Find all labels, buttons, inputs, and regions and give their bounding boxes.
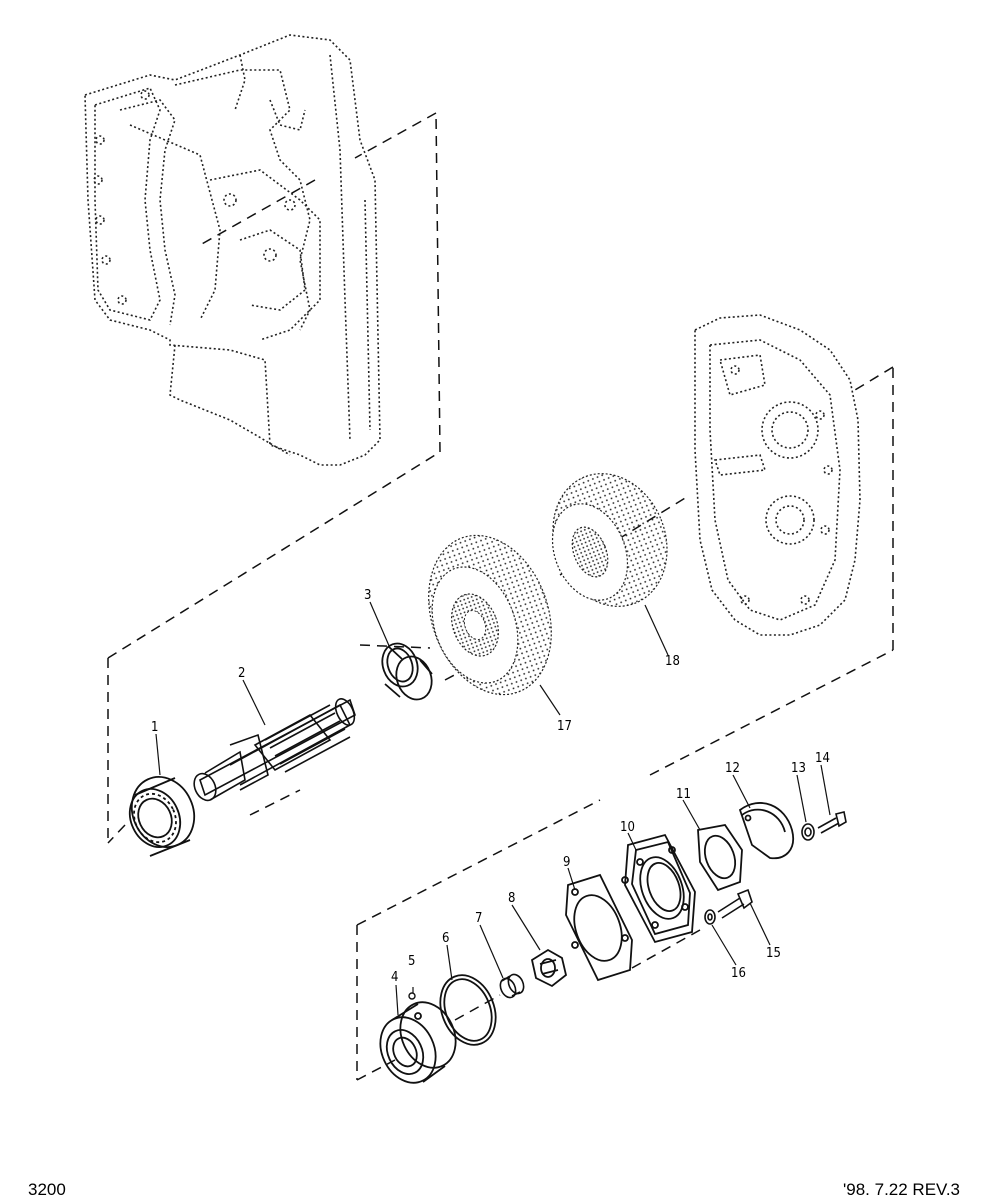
callout-7: 7 bbox=[475, 911, 482, 926]
revision-label: '98. 7.22 REV.3 bbox=[843, 1180, 960, 1199]
part-17-gear bbox=[428, 534, 552, 696]
callout-4: 4 bbox=[391, 970, 398, 985]
part-1-bearing bbox=[128, 776, 196, 857]
rear-cover-housing bbox=[694, 314, 861, 636]
callout-12: 12 bbox=[725, 761, 740, 776]
callout-1: 1 bbox=[151, 720, 158, 735]
part-2-splined-shaft bbox=[193, 698, 356, 802]
part-12-cover bbox=[738, 802, 795, 860]
transmission-housing bbox=[84, 34, 381, 466]
part-8-hex-nut bbox=[530, 948, 568, 988]
callout-18: 18 bbox=[665, 654, 680, 669]
callout-16: 16 bbox=[731, 966, 746, 981]
callout-13: 13 bbox=[791, 761, 806, 776]
callout-6: 6 bbox=[442, 931, 449, 946]
part-3-sleeve bbox=[381, 642, 433, 701]
part-10-bearing-cover bbox=[624, 833, 696, 944]
part-5-ball bbox=[408, 992, 416, 1000]
part-14-bolt bbox=[817, 811, 847, 834]
leader-lines bbox=[155, 601, 831, 1016]
callout-11: 11 bbox=[676, 787, 691, 802]
callout-3: 3 bbox=[364, 588, 371, 603]
part-18-gear bbox=[551, 473, 668, 607]
callout-14: 14 bbox=[815, 751, 830, 766]
part-16-washer bbox=[704, 909, 716, 925]
part-4-bearing bbox=[379, 1001, 457, 1084]
part-6-snap-ring bbox=[439, 974, 497, 1046]
callout-9: 9 bbox=[563, 855, 570, 870]
part-13-washer bbox=[801, 823, 815, 841]
callout-10: 10 bbox=[620, 820, 635, 835]
callout-labels: 1 2 3 4 5 6 7 8 9 10 11 12 13 14 15 16 1… bbox=[151, 588, 830, 985]
figure-number: 3200 bbox=[28, 1180, 66, 1199]
callout-5: 5 bbox=[408, 954, 415, 969]
callout-8: 8 bbox=[508, 891, 515, 906]
part-9-gasket bbox=[565, 873, 633, 982]
part-15-bolt bbox=[717, 888, 753, 919]
callout-2: 2 bbox=[238, 666, 245, 681]
callout-17: 17 bbox=[557, 719, 572, 734]
assembly-outline-lower bbox=[356, 366, 894, 1081]
callout-15: 15 bbox=[766, 946, 781, 961]
part-11-gasket bbox=[697, 824, 743, 892]
part-7-spacer bbox=[499, 973, 525, 999]
